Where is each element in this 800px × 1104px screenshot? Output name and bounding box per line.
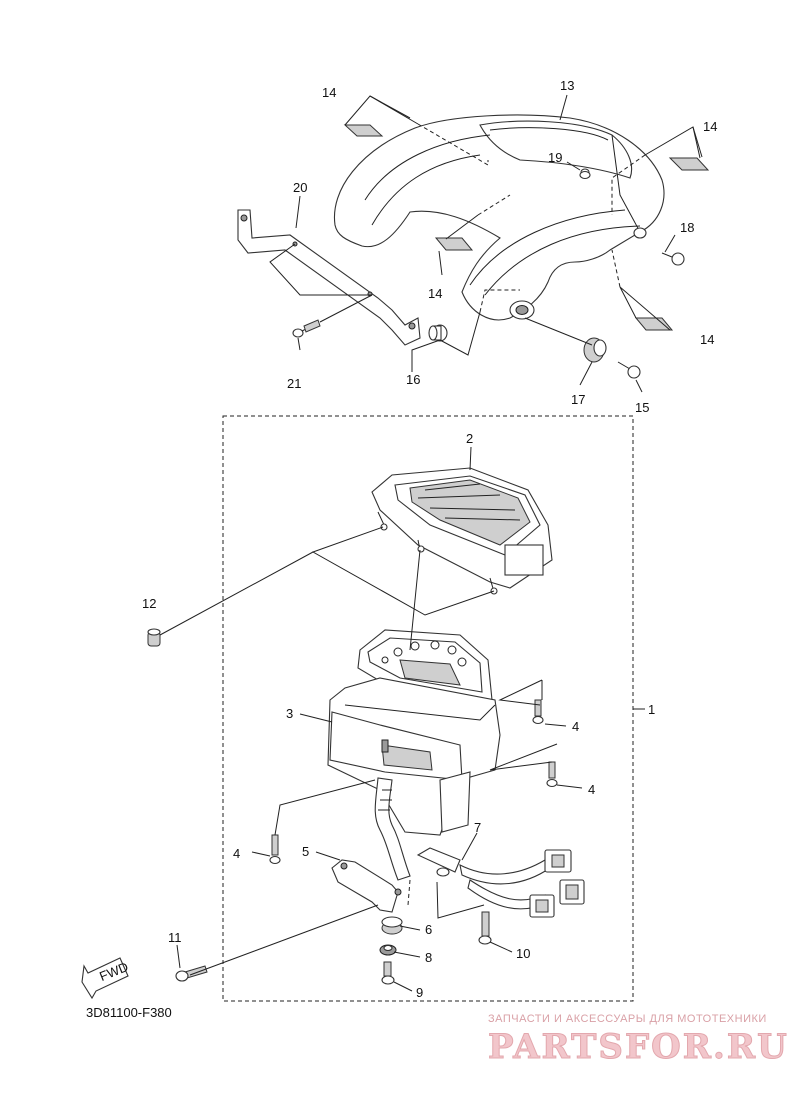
bracket-part-5 <box>331 859 402 913</box>
grommet-part-19 <box>579 170 591 180</box>
forward-direction-arrow-icon: FWD <box>81 957 130 1000</box>
part-label-4-upper: 4 <box>572 719 579 734</box>
part-label-12: 12 <box>142 596 156 611</box>
grommet-part-6 <box>381 916 403 935</box>
screw-part-4-left <box>269 834 281 865</box>
part-label-14-d: 14 <box>700 332 714 347</box>
collar-part-8 <box>379 944 397 956</box>
damper-part-16 <box>428 324 448 342</box>
screw-part-21 <box>292 319 321 338</box>
part-label-8: 8 <box>425 950 432 965</box>
screw-part-18 <box>661 252 685 266</box>
lower-leader-lines <box>159 446 583 992</box>
part-label-14-a: 14 <box>322 85 336 100</box>
watermark-tagline: ЗАПЧАСТИ И АКСЕССУАРЫ ДЛЯ МОТОТЕХНИКИ <box>488 1013 767 1025</box>
part-label-6: 6 <box>425 922 432 937</box>
part-label-13: 13 <box>560 78 574 93</box>
meter-cover-part-13 <box>333 114 665 321</box>
upper-leader-lines <box>269 94 703 393</box>
watermark: ЗАПЧАСТИ И АКСЕССУАРЫ ДЛЯ МОТОТЕХНИКИ PA… <box>488 1013 789 1068</box>
screw-part-4-upper <box>532 699 544 725</box>
grommet-part-17 <box>583 337 607 363</box>
meter-wire-harness <box>374 777 411 881</box>
screw-part-4-middle <box>546 761 558 788</box>
part-label-1: 1 <box>648 702 655 717</box>
part-label-9: 9 <box>416 985 423 1000</box>
meter-case-part-3 <box>327 677 501 836</box>
part-label-7: 7 <box>474 820 481 835</box>
screw-part-15 <box>617 361 641 379</box>
part-label-14-b: 14 <box>703 119 717 134</box>
watermark-brand: PARTSFOR.RU <box>488 1027 789 1067</box>
part-label-11: 11 <box>168 930 182 945</box>
spacer-part-12 <box>147 628 161 647</box>
part-number-labels: 13 14 14 19 20 18 14 14 21 16 17 15 2 12… <box>142 78 717 1000</box>
part-label-15: 15 <box>635 400 649 415</box>
part-label-17: 17 <box>571 392 585 407</box>
part-label-2: 2 <box>466 431 473 446</box>
part-label-4-left: 4 <box>233 846 240 861</box>
diagram-code: 3D81100-F380 <box>86 1005 172 1020</box>
part-label-10: 10 <box>516 946 530 961</box>
part-label-3: 3 <box>286 706 293 721</box>
sensor-lead-part-7 <box>416 847 585 918</box>
part-label-5: 5 <box>302 844 309 859</box>
part-label-16: 16 <box>406 372 420 387</box>
screw-part-10 <box>478 911 492 945</box>
part-label-18: 18 <box>680 220 694 235</box>
part-label-20: 20 <box>293 180 307 195</box>
part-label-14-c: 14 <box>428 286 442 301</box>
part-label-19: 19 <box>548 150 562 165</box>
screw-part-11 <box>175 965 208 982</box>
rubber-pad-part-14 <box>343 124 710 331</box>
part-label-21: 21 <box>287 376 301 391</box>
meter-lens-part-2 <box>371 467 553 595</box>
part-label-4-middle: 4 <box>588 782 595 797</box>
screw-part-9 <box>381 961 395 985</box>
